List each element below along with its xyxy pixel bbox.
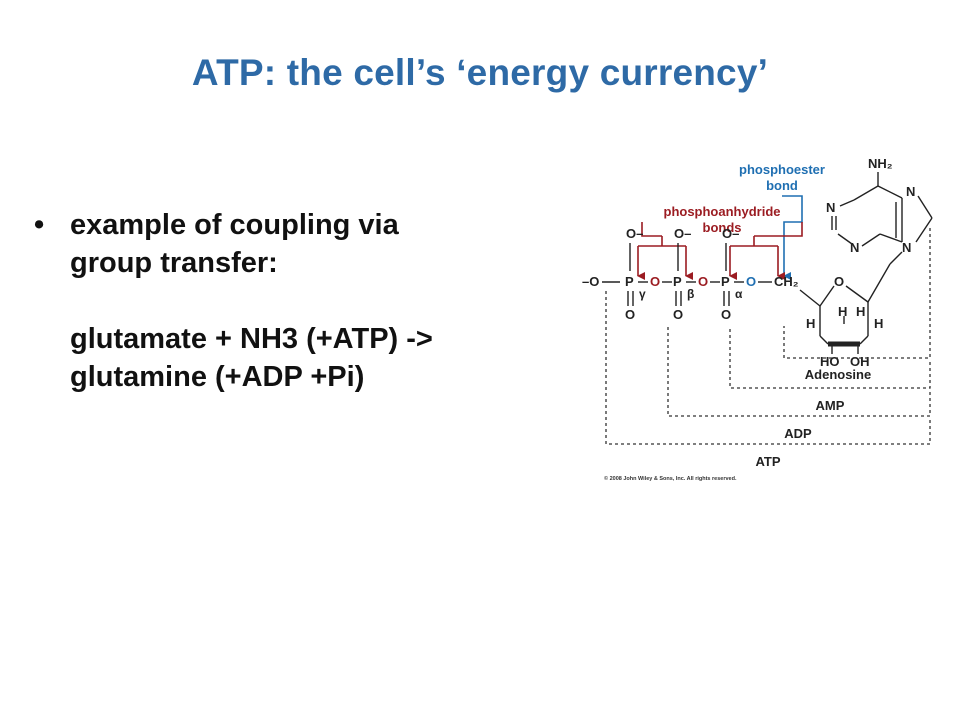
greek-beta: β bbox=[687, 287, 694, 301]
atom-o-minus-beta: O– bbox=[674, 226, 691, 241]
atom-nh2: NH₂ bbox=[868, 156, 893, 171]
atom-minus-o: –O bbox=[582, 274, 599, 289]
atom-p-alpha: P bbox=[721, 274, 730, 289]
greek-gamma: γ bbox=[639, 287, 646, 301]
phosphoester-label-2: bond bbox=[766, 178, 798, 193]
atom-n-1: N bbox=[826, 200, 835, 215]
bullet-line-blank bbox=[70, 282, 574, 320]
atom-ch2: CH₂ bbox=[774, 274, 799, 289]
bullet-list: • example of coupling via group transfer… bbox=[34, 206, 574, 396]
atom-h-2: H bbox=[838, 304, 847, 319]
atom-o-minus-alpha: O– bbox=[722, 226, 739, 241]
anhydride-bracket-right bbox=[754, 222, 803, 237]
atom-o-beta: O bbox=[673, 307, 683, 322]
label-adenosine: Adenosine bbox=[805, 367, 871, 382]
atom-h-3: H bbox=[856, 304, 865, 319]
copyright-note: © 2008 John Wiley & Sons, Inc. All right… bbox=[604, 475, 737, 482]
atom-n-9: N bbox=[902, 240, 911, 255]
atom-p-beta: P bbox=[673, 274, 682, 289]
atom-n-7: N bbox=[906, 184, 915, 199]
atom-o-gamma: O bbox=[625, 307, 635, 322]
atom-h-1: H bbox=[806, 316, 815, 331]
bullet-line-2: group transfer: bbox=[70, 247, 278, 279]
atom-p-gamma: P bbox=[625, 274, 634, 289]
atom-o-minus-gamma: O– bbox=[626, 226, 643, 241]
atom-o-alpha: O bbox=[721, 307, 731, 322]
atom-h-4: H bbox=[874, 316, 883, 331]
phosphoester-label-1: phosphoester bbox=[739, 162, 825, 177]
label-adp: ADP bbox=[784, 426, 812, 441]
bullet-item: • example of coupling via group transfer… bbox=[34, 206, 574, 396]
phosphoanhydride-label-2: bonds bbox=[703, 220, 742, 235]
phosphoanhydride-label-1: phosphoanhydride bbox=[664, 204, 781, 219]
bullet-text: example of coupling via group transfer: … bbox=[70, 206, 574, 396]
bullet-line-3: glutamate + NH3 (+ATP) -> bbox=[70, 323, 433, 355]
amp-bracket bbox=[729, 326, 931, 389]
atom-o-ester: O bbox=[746, 274, 756, 289]
bullet-line-1: example of coupling via bbox=[70, 209, 399, 241]
greek-alpha: α bbox=[735, 287, 743, 301]
adp-bracket bbox=[667, 326, 931, 417]
atp-structure-svg: phosphoester bond phosphoanhydride bonds… bbox=[582, 156, 933, 482]
atom-o-bridge-1: O bbox=[650, 274, 660, 289]
label-atp: ATP bbox=[755, 454, 780, 469]
atom-o-ribose: O bbox=[834, 274, 844, 289]
atom-o-bridge-2: O bbox=[698, 274, 708, 289]
slide-title: ATP: the cell’s ‘energy currency’ bbox=[191, 52, 769, 93]
atp-bracket bbox=[605, 288, 931, 445]
atom-n-3: N bbox=[850, 240, 859, 255]
bullet-marker: • bbox=[34, 209, 45, 241]
atp-structure-diagram: phosphoester bond phosphoanhydride bonds… bbox=[576, 148, 946, 493]
anhydride-bracket-left bbox=[641, 222, 662, 237]
label-amp: AMP bbox=[816, 398, 845, 413]
bullet-line-4: glutamine (+ADP +Pi) bbox=[70, 361, 365, 393]
